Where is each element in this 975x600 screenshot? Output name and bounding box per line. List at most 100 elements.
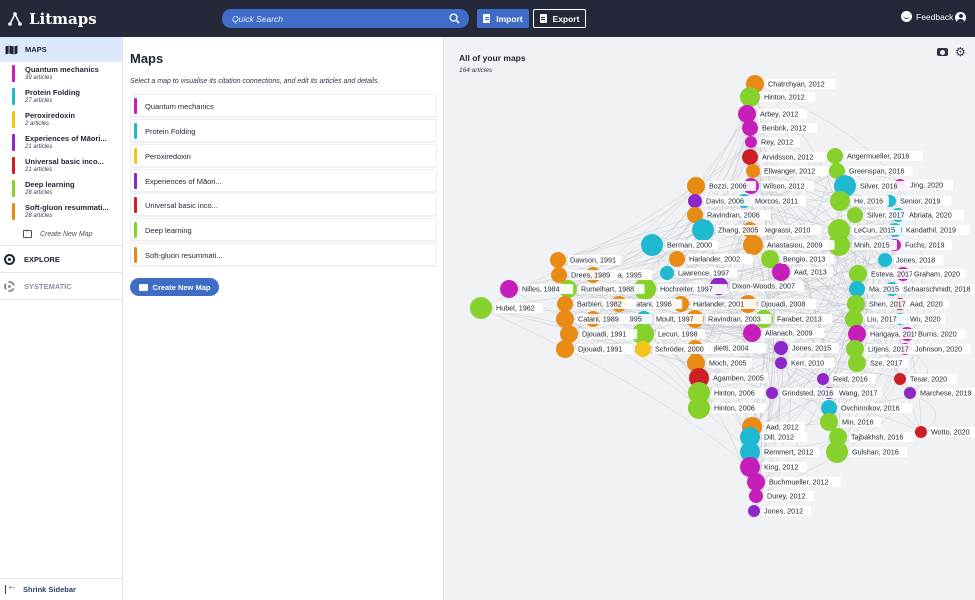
article-label[interactable]: Jones, 2018 — [896, 256, 935, 265]
article-node[interactable] — [817, 373, 829, 385]
article-label[interactable]: Harlander, 2002 — [689, 255, 740, 264]
article-label[interactable]: Senior, 2019 — [900, 197, 940, 206]
user-avatar-icon[interactable] — [955, 12, 966, 23]
article-node[interactable] — [470, 297, 492, 319]
article-label[interactable]: Schaarschmidt, 2018 — [903, 285, 971, 294]
article-label[interactable]: Nilles, 1984 — [522, 285, 560, 294]
article-node[interactable] — [634, 278, 656, 300]
article-label[interactable]: Agamben, 2005 — [713, 374, 764, 383]
article-node[interactable] — [845, 310, 863, 328]
article-label[interactable]: Bengio, 2013 — [783, 255, 825, 264]
article-label[interactable]: Abriata, 2020 — [909, 211, 952, 220]
sidebar-map-item[interactable]: Experiences of Māori...21 articles — [0, 131, 122, 154]
article-node[interactable] — [904, 387, 916, 399]
article-label[interactable]: Dill, 2012 — [764, 433, 794, 442]
article-node[interactable] — [687, 207, 703, 223]
map-card[interactable]: Experiences of Māori... — [130, 169, 437, 192]
article-node[interactable] — [846, 340, 864, 358]
article-label[interactable]: Rey, 2012 — [761, 138, 793, 147]
map-card[interactable]: Soft-gluon resummati... — [130, 243, 437, 266]
app-logo[interactable]: Litmaps — [8, 8, 97, 30]
article-label[interactable]: Dawson, 1991 — [570, 256, 616, 265]
article-node[interactable] — [827, 148, 843, 164]
article-node[interactable] — [847, 207, 863, 223]
article-node[interactable] — [766, 387, 778, 399]
article-label[interactable]: Benbrik, 2012 — [762, 124, 806, 133]
article-node[interactable] — [743, 324, 761, 342]
article-label[interactable]: Sze, 2017 — [870, 359, 902, 368]
gear-icon[interactable]: ⚙ — [955, 45, 966, 59]
article-label[interactable]: Drees, 1989 — [571, 271, 610, 280]
article-label[interactable]: LeCun, 2015 — [854, 226, 895, 235]
article-label[interactable]: Buchmueller, 2012 — [769, 478, 829, 487]
article-label[interactable]: Aad, 2012 — [766, 423, 799, 432]
article-node[interactable] — [742, 149, 758, 165]
article-label[interactable]: Davis, 2006 — [706, 197, 744, 206]
article-label[interactable]: Min, 2016 — [842, 418, 874, 427]
article-node[interactable] — [689, 368, 709, 388]
article-label[interactable]: Farabet, 2013 — [777, 315, 822, 324]
sidebar-item-systematic[interactable]: SYSTEMATIC — [0, 273, 122, 299]
article-label[interactable]: Ravindran, 2006 — [707, 211, 760, 220]
article-node[interactable] — [660, 266, 674, 280]
article-node[interactable] — [692, 219, 714, 241]
article-label[interactable]: Mnih, 2015 — [854, 241, 890, 250]
article-node[interactable] — [894, 373, 906, 385]
article-label[interactable]: Morcos, 2011 — [755, 197, 798, 206]
article-label[interactable]: Silver, 2016 — [860, 182, 898, 191]
article-label[interactable]: Burns, 2020 — [918, 330, 957, 339]
article-node[interactable] — [669, 251, 685, 267]
article-node[interactable] — [775, 357, 787, 369]
article-label[interactable]: Berman, 2000 — [667, 241, 712, 250]
article-node[interactable] — [550, 252, 566, 268]
article-node[interactable] — [687, 177, 705, 195]
article-label[interactable]: Jones, 2012 — [764, 507, 803, 516]
article-node[interactable] — [740, 442, 760, 462]
article-label[interactable]: Angermueller, 2016 — [847, 152, 909, 161]
article-node[interactable] — [828, 234, 850, 256]
article-node[interactable] — [830, 191, 850, 211]
article-node[interactable] — [551, 267, 567, 283]
article-label[interactable]: Graham, 2020 — [914, 270, 960, 279]
article-label[interactable]: Arvidsson, 2012 — [762, 153, 814, 162]
article-label[interactable]: Arbey, 2012 — [760, 110, 798, 119]
article-label[interactable]: Jones, 2015 — [792, 344, 831, 353]
article-label[interactable]: Esteva, 2017 — [871, 270, 913, 279]
import-button[interactable]: Import — [477, 9, 529, 28]
article-node[interactable] — [826, 441, 848, 463]
map-card[interactable]: Deep learning — [130, 218, 437, 241]
article-label[interactable]: Shen, 2017 — [869, 300, 906, 309]
article-label[interactable]: Wang, 2017 — [839, 389, 878, 398]
article-label[interactable]: Ma, 2015 — [869, 285, 899, 294]
article-label[interactable]: Hochreiter, 1997 — [660, 285, 713, 294]
article-label[interactable]: Harlander, 2001 — [693, 300, 744, 309]
article-node[interactable] — [740, 457, 760, 477]
article-label[interactable]: Ovchinnikov, 2016 — [841, 404, 900, 413]
article-label[interactable]: Spira, 1995 — [605, 271, 642, 280]
article-node[interactable] — [740, 427, 760, 447]
article-label[interactable]: Liu, 2017 — [867, 315, 897, 324]
article-label[interactable]: Litjens, 2017 — [868, 345, 909, 354]
article-node[interactable] — [687, 354, 705, 372]
article-label[interactable]: Djouadi, 1991 — [578, 345, 622, 354]
article-label[interactable]: Moch, 2005 — [709, 359, 747, 368]
article-node[interactable] — [688, 397, 710, 419]
article-node[interactable] — [743, 235, 763, 255]
article-label[interactable]: Ellwanger, 2012 — [764, 167, 815, 176]
article-node[interactable] — [632, 323, 654, 345]
feedback-button[interactable]: Feedback — [901, 11, 953, 22]
article-node[interactable] — [738, 105, 756, 123]
article-label[interactable]: Wu, 2020 — [910, 315, 941, 324]
quick-search[interactable] — [222, 9, 469, 28]
article-node[interactable] — [556, 310, 574, 328]
article-node[interactable] — [745, 136, 757, 148]
article-node[interactable] — [829, 163, 845, 179]
article-label[interactable]: Grindsted, 2016 — [782, 389, 833, 398]
article-label[interactable]: He, 2016 — [854, 197, 883, 206]
article-node[interactable] — [641, 234, 663, 256]
article-node[interactable] — [747, 473, 765, 491]
article-label[interactable]: Lecun, 1998 — [658, 330, 698, 339]
article-label[interactable]: Allanach, 2009 — [765, 329, 813, 338]
